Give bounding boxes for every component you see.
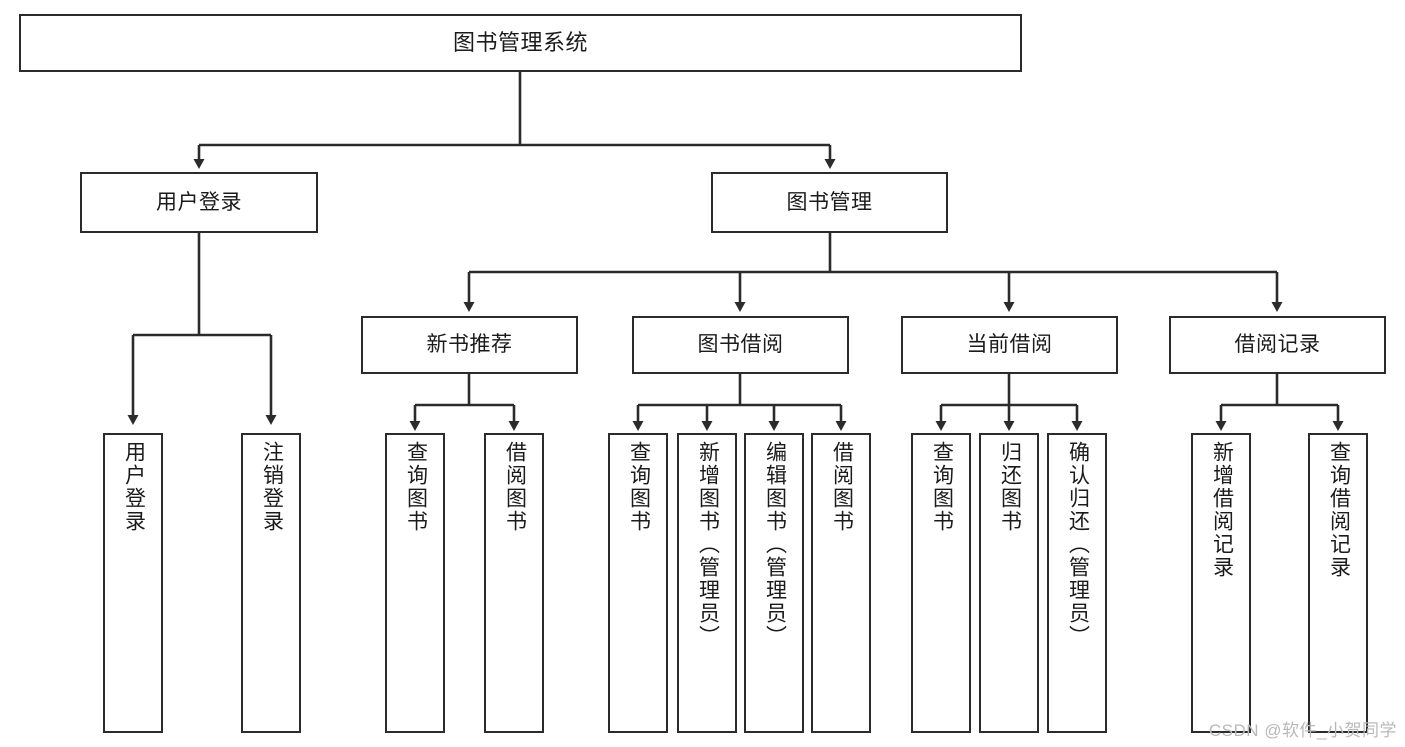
node-book-management[interactable]: 图书管理 — [711, 172, 948, 233]
node-root-label: 图书管理系统 — [452, 29, 588, 55]
leaf-confirm-return-admin[interactable]: 确认归还（管理员） — [1047, 433, 1107, 733]
node-book-borrow[interactable]: 图书借阅 — [632, 316, 849, 374]
leaf-return-book-label: 归还图书 — [998, 441, 1022, 533]
leaf-borrow-book-newbook[interactable]: 借阅图书 — [484, 433, 544, 733]
node-new-book-recommend[interactable]: 新书推荐 — [361, 316, 578, 374]
leaf-query-book-newbook-label: 查询图书 — [404, 441, 428, 533]
leaf-borrow-book-borrow-label: 借阅图书 — [830, 441, 854, 533]
leaf-borrow-book-newbook-label: 借阅图书 — [503, 441, 527, 533]
leaf-query-borrow-record[interactable]: 查询借阅记录 — [1308, 433, 1368, 733]
leaf-user-login-label: 用户登录 — [122, 441, 146, 533]
leaf-add-book-admin-label: 新增图书（管理员） — [696, 441, 720, 648]
leaf-query-book-newbook[interactable]: 查询图书 — [385, 433, 445, 733]
node-book-management-label: 图书管理 — [786, 190, 873, 214]
node-new-book-recommend-label: 新书推荐 — [426, 333, 513, 357]
node-borrow-record[interactable]: 借阅记录 — [1169, 316, 1386, 374]
leaf-add-borrow-record[interactable]: 新增借阅记录 — [1191, 433, 1251, 733]
node-current-borrow-label: 当前借阅 — [966, 333, 1053, 357]
leaf-borrow-book-borrow[interactable]: 借阅图书 — [811, 433, 871, 733]
leaf-edit-book-admin-label: 编辑图书（管理员） — [763, 441, 787, 648]
leaf-logout-label: 注销登录 — [260, 441, 284, 533]
leaf-confirm-return-admin-label: 确认归还（管理员） — [1066, 441, 1090, 648]
leaf-add-book-admin[interactable]: 新增图书（管理员） — [677, 433, 737, 733]
leaf-query-borrow-record-label: 查询借阅记录 — [1327, 441, 1351, 579]
leaf-query-book-borrow[interactable]: 查询图书 — [608, 433, 668, 733]
leaf-add-borrow-record-label: 新增借阅记录 — [1210, 441, 1234, 579]
leaf-return-book[interactable]: 归还图书 — [979, 433, 1039, 733]
leaf-user-login[interactable]: 用户登录 — [103, 433, 163, 733]
node-borrow-record-label: 借阅记录 — [1234, 333, 1321, 357]
leaf-logout[interactable]: 注销登录 — [241, 433, 301, 733]
node-user-login-label: 用户登录 — [156, 190, 242, 214]
node-root[interactable]: 图书管理系统 — [19, 14, 1022, 72]
leaf-query-book-current-label: 查询图书 — [930, 441, 954, 533]
node-current-borrow[interactable]: 当前借阅 — [901, 316, 1118, 374]
leaf-edit-book-admin[interactable]: 编辑图书（管理员） — [744, 433, 804, 733]
leaf-query-book-current[interactable]: 查询图书 — [911, 433, 971, 733]
leaf-query-book-borrow-label: 查询图书 — [627, 441, 651, 533]
node-book-borrow-label: 图书借阅 — [697, 333, 784, 357]
node-user-login[interactable]: 用户登录 — [80, 172, 318, 233]
csdn-watermark: CSDN @软件_小贺同学 — [1208, 721, 1397, 740]
